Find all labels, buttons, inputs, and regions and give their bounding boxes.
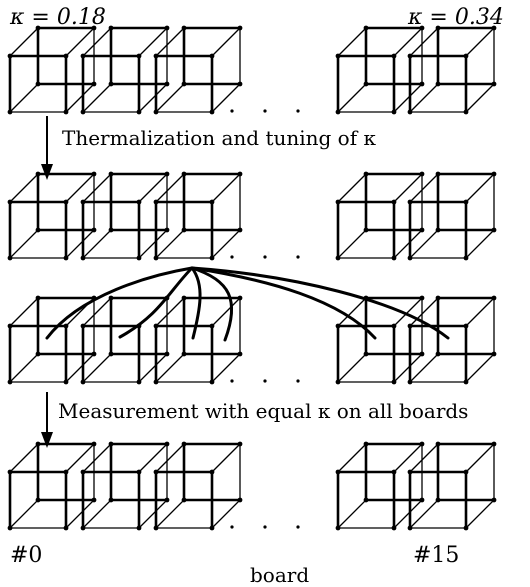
cube-2-2 [153,295,243,385]
cube-2-4 [407,295,497,385]
first-board-label: #0 [10,543,42,568]
cube-2-3 [335,295,425,385]
link-board-15 [190,266,450,340]
board-links [45,266,450,342]
cube-3-1 [80,441,170,531]
cube-3-2 [153,441,243,531]
cube-1-4 [407,171,497,261]
row-measured [7,441,497,531]
cube-0-0 [7,25,97,115]
link-board-1 [118,266,194,339]
cube-0-3 [335,25,425,115]
thermalization-arrow [41,116,53,180]
row-tuned [7,171,497,261]
cube-0-1 [80,25,170,115]
cube-0-4 [407,25,497,115]
row-linked [7,295,497,385]
row-initial [7,25,497,115]
kappa-left-label: κ = 0.18 [9,5,106,30]
measurement-label: Measurement with equal κ on all boards [58,399,468,423]
ellipsis-dots [230,379,300,383]
cube-0-2 [153,25,243,115]
measurement-arrow [41,392,53,448]
kappa-right-label: κ = 0.34 [407,5,504,30]
cube-1-1 [80,171,170,261]
ellipsis-dots [230,525,300,529]
link-board-2 [190,266,202,340]
cube-3-4 [407,441,497,531]
link-board-0 [45,266,194,340]
last-board-label: #15 [413,543,459,568]
ellipsis-dots [230,255,300,259]
link-board-2b [190,266,234,342]
thermalization-label: Thermalization and tuning of κ [62,126,376,150]
cube-2-0 [7,295,97,385]
link-board-14 [190,266,377,340]
cube-rows [7,25,497,531]
ellipsis-dots [230,109,300,113]
cube-1-2 [153,171,243,261]
board-axis-label: board [250,563,309,587]
